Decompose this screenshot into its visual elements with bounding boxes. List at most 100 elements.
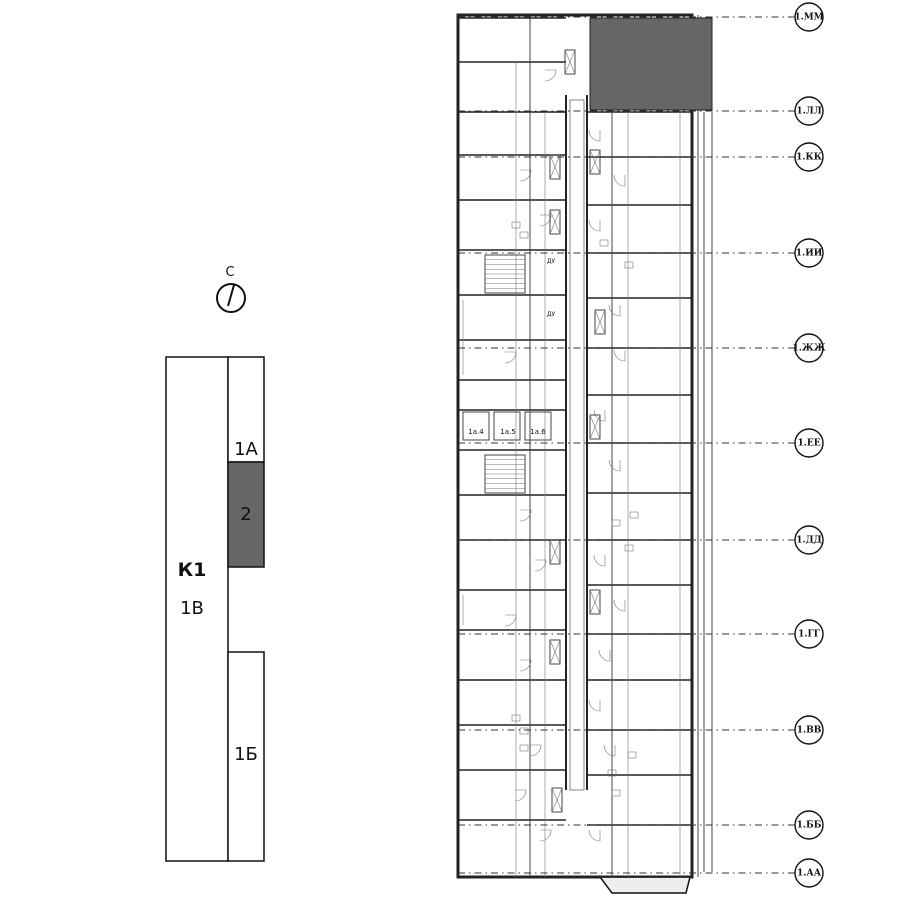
corridor-core bbox=[569, 99, 585, 791]
door-swing bbox=[504, 351, 517, 364]
door-swing bbox=[529, 744, 542, 757]
axis-bubble bbox=[794, 715, 824, 745]
axis-label: 1.ГГ bbox=[798, 630, 821, 640]
compass-label: С bbox=[225, 265, 234, 280]
section-1b-block bbox=[227, 651, 265, 862]
vent-shaft bbox=[589, 149, 601, 175]
door-swing bbox=[613, 599, 626, 612]
door-swing bbox=[588, 699, 601, 712]
axis-bubble bbox=[794, 525, 824, 555]
door-swing bbox=[539, 829, 552, 842]
axis-bubble bbox=[794, 428, 824, 458]
fixture bbox=[627, 751, 637, 759]
axis-bubble bbox=[794, 238, 824, 268]
door-swing bbox=[544, 69, 557, 82]
vent-shaft bbox=[589, 589, 601, 615]
complex-label: К1 bbox=[178, 559, 207, 581]
vent-shaft bbox=[549, 539, 561, 565]
axis-label: 1.ЖЖ bbox=[792, 344, 825, 354]
room-tag: 1а.5 bbox=[500, 428, 515, 436]
storage-cell bbox=[462, 411, 490, 441]
axis-label: 1.ВВ bbox=[797, 726, 822, 736]
fixture bbox=[519, 727, 529, 735]
door-swing bbox=[598, 649, 611, 662]
fixture bbox=[519, 231, 529, 239]
compass-arrow bbox=[227, 284, 235, 307]
door-swing bbox=[504, 614, 517, 627]
axis-label: 1.ЕЕ bbox=[797, 439, 820, 449]
axis-bubble bbox=[794, 96, 824, 126]
vent-shaft-cross bbox=[589, 414, 601, 440]
fixture bbox=[511, 714, 521, 722]
vent-shaft-cross bbox=[564, 49, 576, 75]
storage-cell bbox=[493, 411, 521, 441]
section-2-block bbox=[227, 461, 265, 568]
door-swing bbox=[534, 559, 547, 572]
door-swing bbox=[519, 509, 532, 522]
section-1v-label: 1В bbox=[180, 598, 204, 619]
door-swing bbox=[608, 459, 621, 472]
door-swing bbox=[539, 214, 552, 227]
door-swing bbox=[588, 829, 601, 842]
door-swing bbox=[593, 554, 606, 567]
fixture bbox=[519, 744, 529, 752]
vent-shaft bbox=[551, 787, 563, 813]
site-key-plan: С 1А 2 К1 1В 1Б bbox=[165, 265, 265, 862]
axis-label: 1.ДД bbox=[796, 536, 821, 546]
door-swing bbox=[613, 349, 626, 362]
room-tag: ДУ bbox=[547, 258, 556, 265]
section-2-label: 2 bbox=[240, 504, 251, 525]
plan-detail bbox=[458, 17, 692, 878]
section-1v-block bbox=[165, 356, 229, 862]
vent-shaft-cross bbox=[549, 639, 561, 665]
fixture bbox=[611, 519, 621, 527]
axis-bubble bbox=[794, 858, 824, 888]
axis-bubble bbox=[794, 810, 824, 840]
storage-cell bbox=[524, 411, 552, 441]
door-swing bbox=[514, 789, 527, 802]
door-swing bbox=[588, 219, 601, 232]
fixture bbox=[607, 769, 617, 777]
vent-shaft bbox=[549, 154, 561, 180]
fixture bbox=[629, 511, 639, 519]
axis-label: 1.ИИ bbox=[796, 249, 823, 259]
section-1b-label: 1Б bbox=[234, 744, 258, 765]
vent-shaft-cross bbox=[589, 149, 601, 175]
axis-bubble bbox=[794, 619, 824, 649]
vent-shaft-cross bbox=[549, 539, 561, 565]
axis-label: 1.ММ bbox=[794, 13, 823, 23]
axis-label: 1.КК bbox=[796, 153, 823, 163]
room-tag: 1а.4 bbox=[468, 428, 484, 436]
grid-axes: 1.ММ1.ЛЛ1.КК1.ИИ1.ЖЖ1.ЕЕ1.ДД1.ГГ1.ВВ1.ББ… bbox=[458, 2, 826, 888]
door-swing bbox=[519, 169, 532, 182]
door-swing bbox=[603, 744, 616, 757]
building-outline bbox=[456, 13, 694, 879]
vent-shaft bbox=[564, 49, 576, 75]
axis-bubble bbox=[794, 2, 824, 32]
room-tag: ДУ bbox=[547, 311, 556, 318]
door-swing bbox=[588, 129, 601, 142]
axis-bubble bbox=[794, 333, 824, 363]
vent-shaft-cross bbox=[594, 309, 606, 335]
door-swing bbox=[519, 659, 532, 672]
floor-plan: 1а.4 1а.5 1а.6 ДУ ДУ bbox=[456, 13, 713, 894]
north-compass: С bbox=[216, 265, 246, 313]
door-swing bbox=[613, 174, 626, 187]
fixture bbox=[511, 221, 521, 229]
vent-shaft-cross bbox=[549, 209, 561, 235]
fixture bbox=[599, 239, 609, 247]
axis-label: 1.ББ bbox=[797, 821, 822, 831]
vent-shaft bbox=[549, 209, 561, 235]
vent-shaft bbox=[594, 309, 606, 335]
fixture bbox=[624, 544, 634, 552]
fixture bbox=[611, 789, 621, 797]
fixture bbox=[624, 261, 634, 269]
axis-bubble bbox=[794, 142, 824, 172]
vent-shaft-cross bbox=[551, 787, 563, 813]
door-swing bbox=[608, 304, 621, 317]
section-1a-label: 1А bbox=[234, 439, 258, 460]
vent-shaft-cross bbox=[589, 589, 601, 615]
entrance-canopy bbox=[598, 876, 691, 894]
room-tag: 1а.6 bbox=[530, 428, 546, 436]
